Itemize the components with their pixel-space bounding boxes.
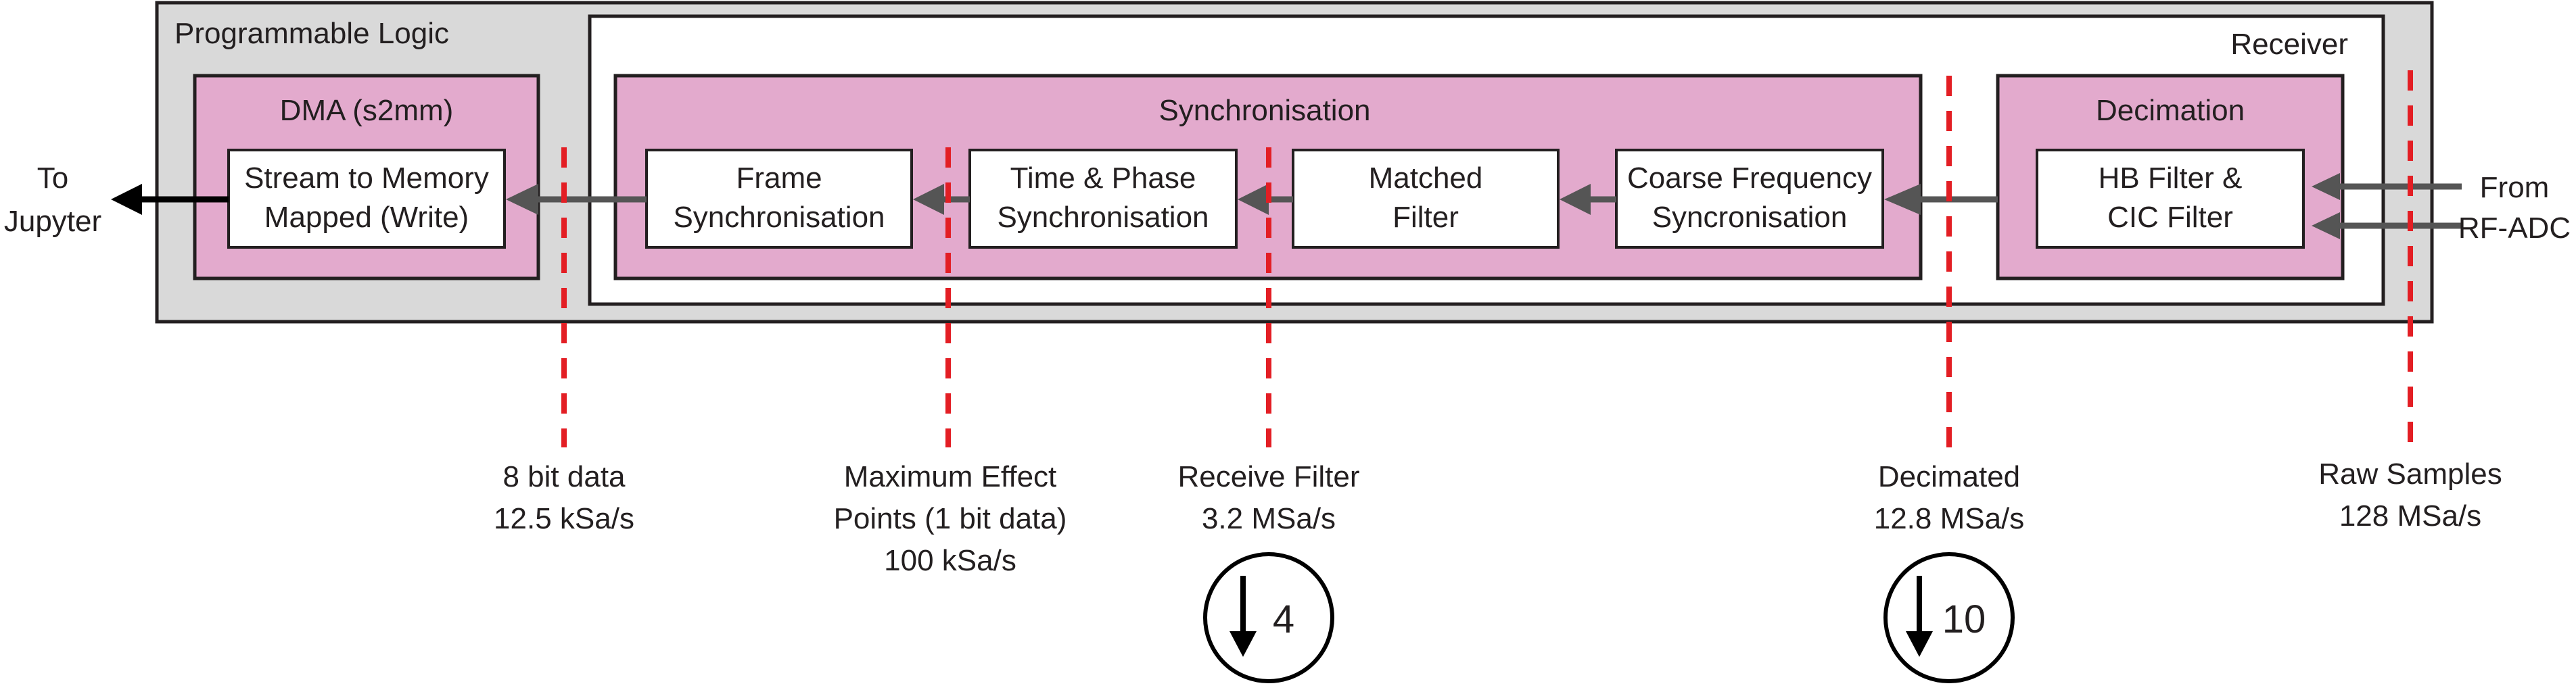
probe-max-effect-line1: Maximum Effect xyxy=(844,460,1057,493)
probe-decimated-line2: 12.8 MSa/s xyxy=(1874,502,2025,535)
decimate-factor-4: 4 xyxy=(1273,597,1294,641)
time-phase-synchronisation-line1: Time & Phase xyxy=(1010,162,1196,195)
stream-to-memory-line1: Stream to Memory xyxy=(244,162,489,195)
probe-receive-filter-line2: 3.2 MSa/s xyxy=(1202,502,1336,535)
from-rf-adc-line2: RF-ADC xyxy=(2458,212,2571,245)
frame-synchronisation-line2: Synchronisation xyxy=(673,201,885,234)
receiver-label: Receiver xyxy=(2230,28,2348,61)
frame-synchronisation-line1: Frame xyxy=(736,162,822,195)
hb-cic-filter-line2: CIC Filter xyxy=(2107,201,2233,234)
arrowhead-frame-dma xyxy=(506,184,538,215)
decimation-group-label: Decimation xyxy=(2096,94,2245,127)
matched-filter-line1: Matched xyxy=(1369,162,1483,195)
arrowhead-to-jupyter xyxy=(111,184,142,215)
decimate-factor-10: 10 xyxy=(1942,597,1986,641)
time-phase-synchronisation-line2: Synchronisation xyxy=(997,201,1209,234)
programmable-logic-label: Programmable Logic xyxy=(174,17,449,50)
coarse-frequency-line1: Coarse Frequency xyxy=(1627,162,1872,195)
decimate-by-4-symbol: 4 xyxy=(1203,552,1334,683)
arrowhead-adc-top xyxy=(2312,173,2340,200)
probe-max-effect-line2: Points (1 bit data) xyxy=(834,502,1067,535)
probe-raw-samples-line1: Raw Samples xyxy=(2318,458,2502,491)
decimate-by-10-symbol: 10 xyxy=(1883,552,2015,683)
stream-to-memory-line2: Mapped (Write) xyxy=(264,201,469,234)
probe-8bit-line1: 8 bit data xyxy=(502,460,626,493)
matched-filter-line2: Filter xyxy=(1392,201,1459,234)
hb-cic-filter-line1: HB Filter & xyxy=(2099,162,2243,195)
time-phase-synchronisation-block xyxy=(968,149,1238,249)
coarse-frequency-line2: Syncronisation xyxy=(1652,201,1848,234)
dma-group-label: DMA (s2mm) xyxy=(280,94,454,127)
probe-8bit-line2: 12.5 kSa/s xyxy=(494,502,634,535)
synchronisation-group-label: Synchronisation xyxy=(1158,94,1370,127)
probe-receive-filter-line1: Receive Filter xyxy=(1178,460,1360,493)
arrowhead-decimation-coarse xyxy=(1884,184,1921,215)
hb-cic-filter-block xyxy=(2036,149,2305,249)
stream-to-memory-block xyxy=(227,149,506,249)
arrowhead-adc-bottom xyxy=(2312,212,2340,239)
from-rf-adc-line1: From xyxy=(2480,171,2550,204)
probe-max-effect-line3: 100 kSa/s xyxy=(884,544,1016,577)
to-jupyter-line2: Jupyter xyxy=(4,205,101,238)
arrowhead-coarse-matched xyxy=(1560,184,1591,215)
arrowhead-timephase-frame xyxy=(913,184,944,215)
to-jupyter-line1: To xyxy=(37,162,68,195)
probe-raw-samples-line2: 128 MSa/s xyxy=(2339,499,2481,533)
arrowhead-matched-timephase xyxy=(1238,184,1269,215)
probe-decimated-line1: Decimated xyxy=(1878,460,2020,493)
